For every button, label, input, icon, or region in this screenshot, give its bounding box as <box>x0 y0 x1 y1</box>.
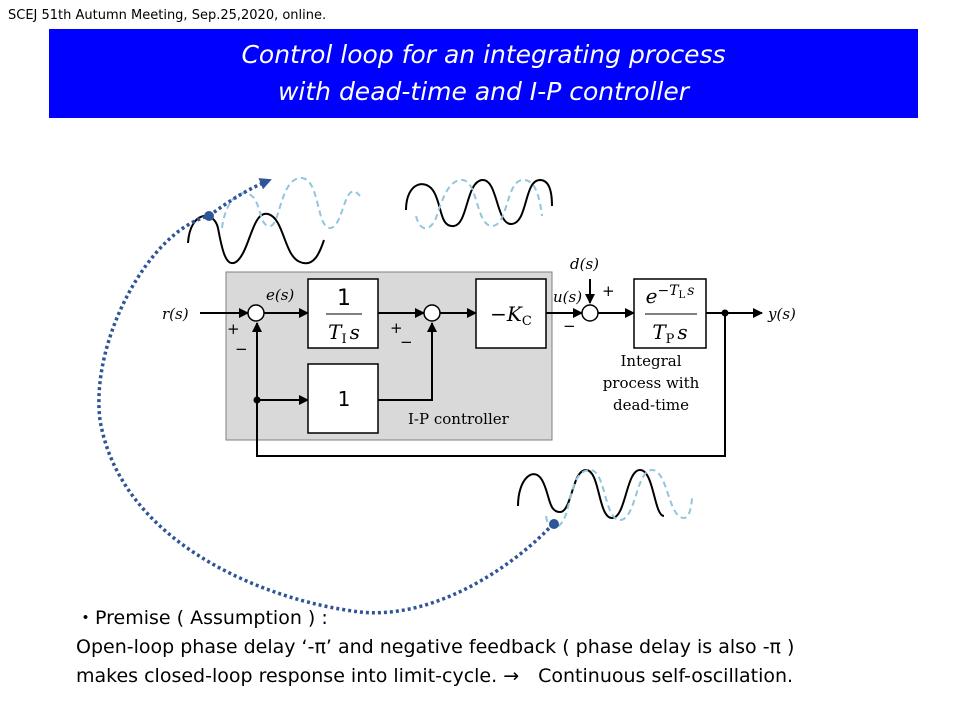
premise-text: ・Premise ( Assumption ) : Open-loop phas… <box>76 604 794 691</box>
process-den-sub: P <box>666 332 675 347</box>
process-caption-3: dead-time <box>613 396 689 414</box>
disturbance-label: d(s) <box>570 255 599 273</box>
wave-bottom-dashed <box>545 468 693 529</box>
title-line-2: with dead-time and I-P controller <box>277 77 690 106</box>
integral-den-var: s <box>350 320 360 344</box>
signal-proportional-to-sum2 <box>378 322 437 401</box>
loop-mid-dot <box>204 211 214 221</box>
premise-line-2: Open-loop phase delay ‘-π’ and negative … <box>76 636 795 658</box>
sum-junction-2 <box>423 304 441 322</box>
sum-junction-3 <box>581 304 599 322</box>
input-label: r(s) <box>162 305 189 323</box>
controller-caption: I-P controller <box>408 410 510 428</box>
wave-top-middle-solid <box>405 178 553 228</box>
proportional-value: 1 <box>338 387 351 411</box>
wave-top-left-solid <box>187 212 325 265</box>
sum3-plus-sign: + <box>602 282 615 300</box>
gain-sub: C <box>522 314 532 329</box>
process-den-t: T <box>652 320 667 344</box>
wave-top-left-dashed <box>221 176 361 230</box>
process-caption-1: Integral <box>620 352 681 370</box>
gain-block <box>475 278 547 349</box>
title-line-1: Control loop for an integrating process <box>241 40 726 69</box>
process-num-exp-sub: L <box>679 290 686 301</box>
process-num-e: e <box>646 284 658 308</box>
junction-output <box>721 309 729 317</box>
proportional-block <box>307 363 379 434</box>
header-note: SCEJ 51th Autumn Meeting, Sep.25,2020, o… <box>8 8 327 23</box>
sum3-minus-sign: − <box>563 317 576 335</box>
gain-main: −K <box>490 302 523 326</box>
sum1-minus-sign: − <box>235 340 248 358</box>
wave-bottom-solid <box>517 468 665 520</box>
loop-start-dot <box>549 519 559 529</box>
premise-line-3: makes closed-loop response into limit-cy… <box>76 665 794 687</box>
sum-junction-1 <box>247 304 265 322</box>
process-num-exp: −T <box>657 283 680 299</box>
gain-value: −KC <box>490 302 532 329</box>
control-label: u(s) <box>553 288 582 306</box>
wave-top-middle-dashed <box>415 178 543 230</box>
error-label: e(s) <box>266 286 294 304</box>
process-den-var: s <box>677 320 687 344</box>
premise-line-1: ・Premise ( Assumption ) : <box>76 607 328 629</box>
title-banner: Control loop for an integrating process … <box>49 29 918 118</box>
output-label: y(s) <box>767 305 796 323</box>
integral-den-t: T <box>328 320 343 344</box>
process-num-exp-var: s <box>687 283 694 299</box>
integral-den-sub: I <box>341 332 346 347</box>
integral-numerator: 1 <box>337 286 351 311</box>
signal-outer-feedback <box>252 313 726 457</box>
junction-inner <box>253 396 261 404</box>
dotted-loop-arrow-left <box>97 214 555 615</box>
sum2-plus-sign: + <box>390 319 403 337</box>
dotted-loop-arrow-top <box>207 178 272 218</box>
sum1-plus-sign: + <box>227 320 240 338</box>
sum2-minus-sign: − <box>400 333 413 351</box>
process-caption-2: process with <box>603 374 700 392</box>
